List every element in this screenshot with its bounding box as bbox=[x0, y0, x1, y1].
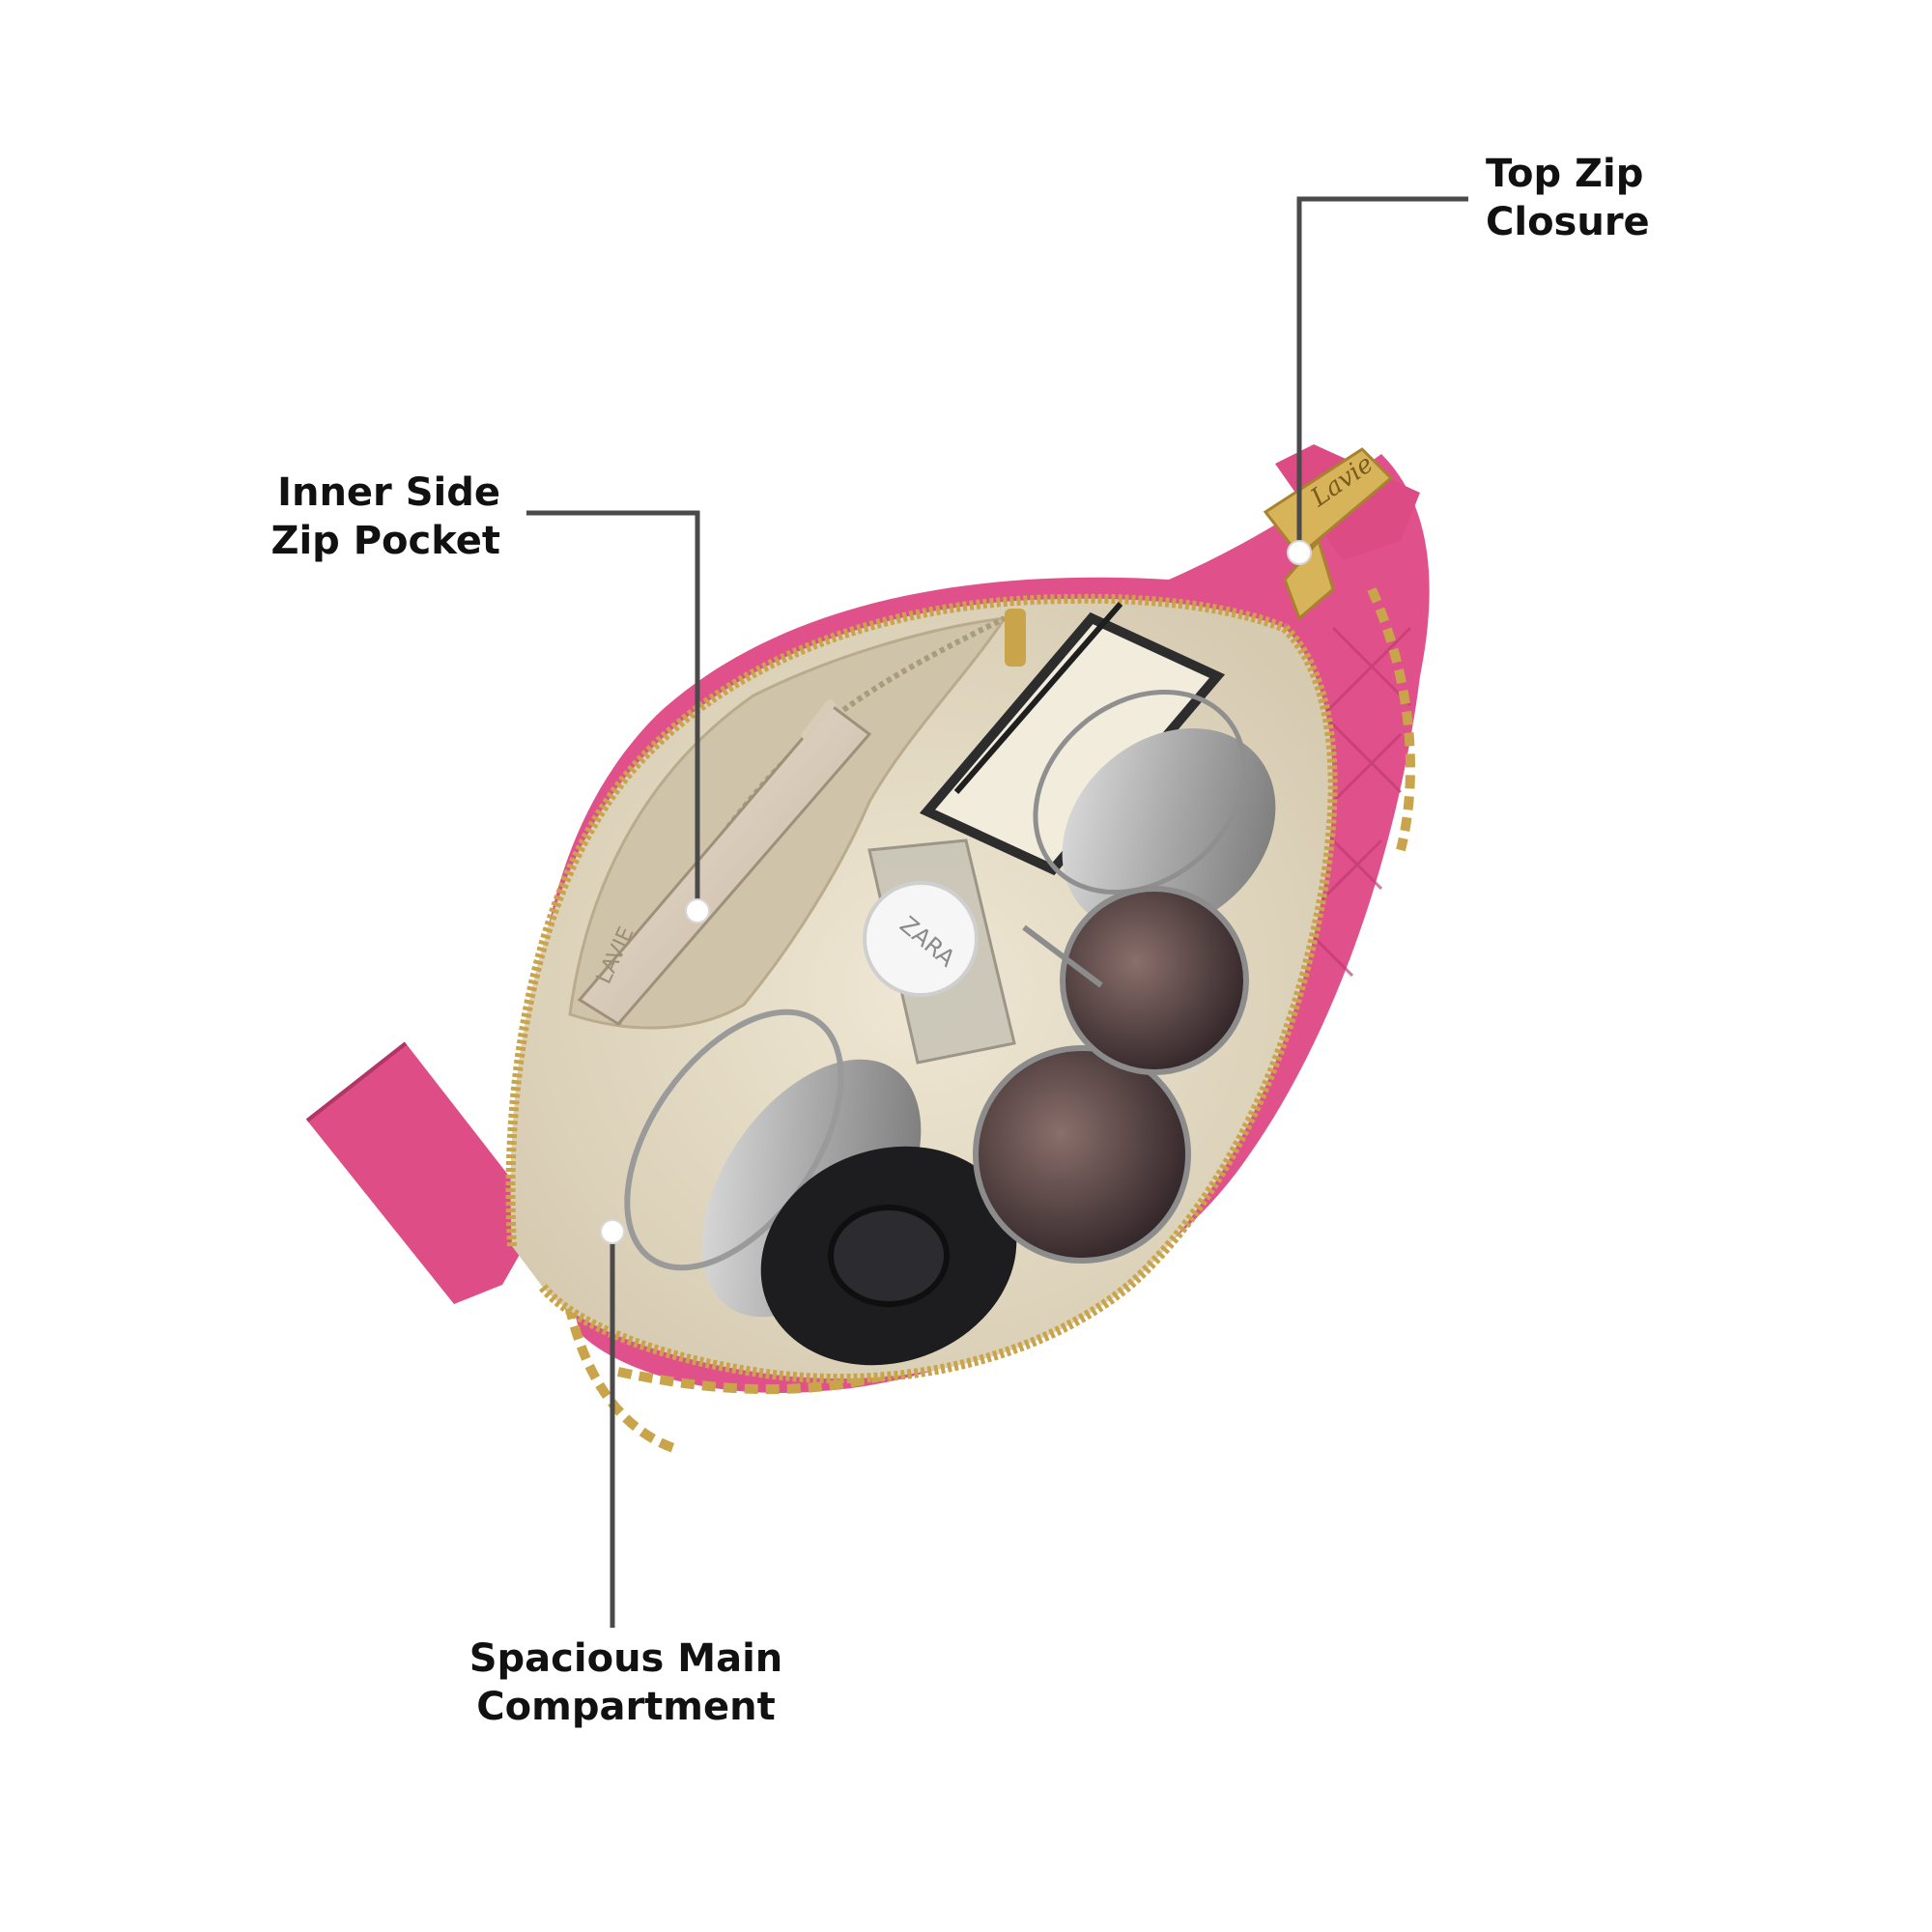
leader-top-zip bbox=[1296, 196, 1468, 547]
perfume-bottle: ZARA bbox=[863, 838, 1016, 1065]
anchor-dot-top-zip bbox=[1287, 540, 1312, 565]
black-compact-case bbox=[760, 1146, 1017, 1366]
inner-zip-pocket: LAVIE bbox=[568, 609, 1026, 1030]
metal-tin-small bbox=[1033, 689, 1276, 934]
callout-main-line1: Spacious Main bbox=[469, 1636, 783, 1681]
anchor-dot-main-compartment bbox=[600, 1219, 625, 1244]
leader-inner-pocket bbox=[526, 510, 700, 911]
callout-inner-pocket-line2: Zip Pocket bbox=[270, 519, 500, 563]
anchor-dot-inner-pocket bbox=[685, 898, 710, 923]
callout-top-zip-line1: Top Zip bbox=[1486, 152, 1644, 196]
callout-label-inner-pocket: Inner Side Zip Pocket bbox=[263, 469, 500, 565]
book bbox=[919, 602, 1226, 876]
bottom-zipper-track bbox=[537, 624, 1338, 1384]
callout-inner-pocket-line1: Inner Side bbox=[277, 470, 500, 515]
callout-anchors bbox=[600, 540, 1312, 1244]
bottle-cap bbox=[863, 881, 979, 997]
pocket-zip-pull-icon bbox=[1005, 609, 1026, 667]
callout-label-top-zip: Top Zip Closure bbox=[1486, 150, 1650, 246]
phone-in-pocket bbox=[577, 698, 872, 1026]
callout-main-line2: Compartment bbox=[476, 1685, 776, 1729]
callout-top-zip-line2: Closure bbox=[1486, 200, 1650, 244]
callout-label-main-compartment: Spacious Main Compartment bbox=[462, 1634, 790, 1731]
sunglasses bbox=[973, 886, 1249, 1264]
callout-leaders bbox=[526, 196, 1468, 1628]
